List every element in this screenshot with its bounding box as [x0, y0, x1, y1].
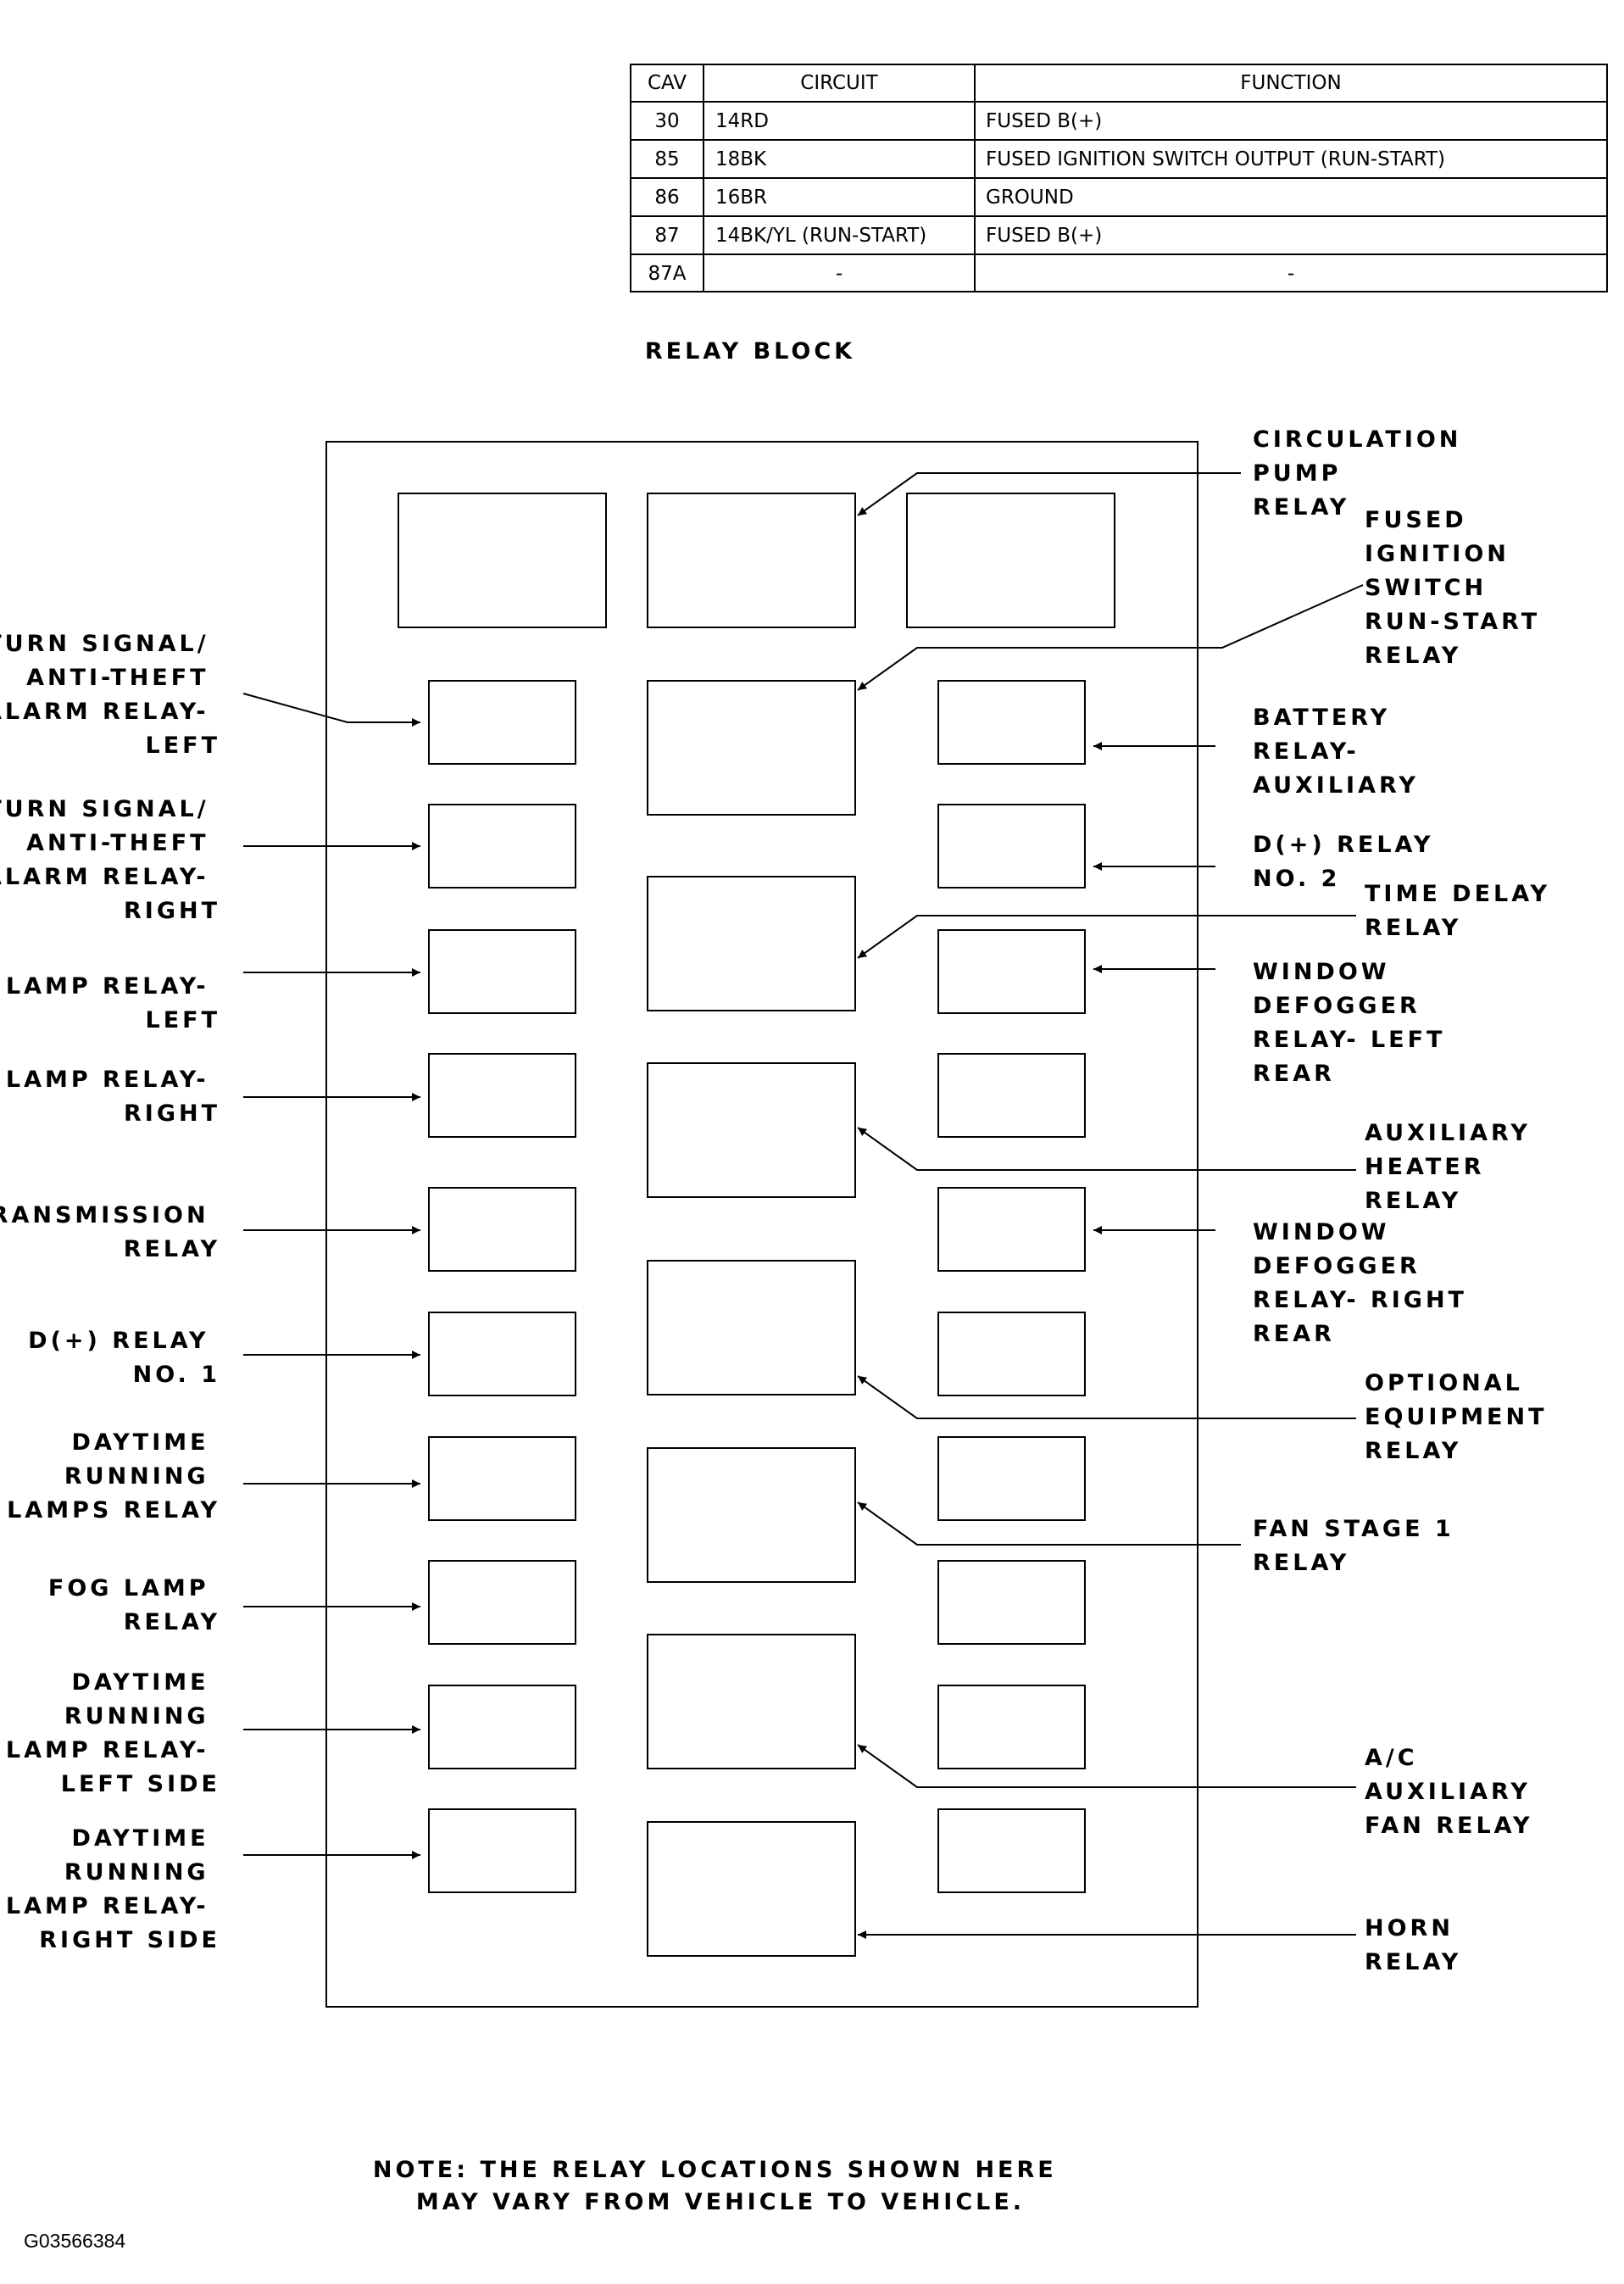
label-turn-signal-right: TURN SIGNAL/ ANTI-THEFT ALARM RELAY- RIG… [0, 796, 220, 924]
relay-slot [647, 1634, 856, 1769]
table-cell: FUSED IGNITION SWITCH OUTPUT (RUN-START) [986, 148, 1445, 170]
table-cell: 16BR [715, 187, 767, 209]
table-cell: 14BK/YL (RUN-START) [715, 225, 926, 247]
table-cell: FUSED B(+) [986, 225, 1102, 247]
leader-arrow [857, 1501, 1241, 1546]
relay-slot [428, 929, 576, 1014]
table-header-function: FUNCTION [1240, 72, 1341, 94]
table-cell: FUSED B(+) [986, 110, 1102, 132]
leader-arrow [857, 1744, 1356, 1788]
leader-arrow [857, 472, 1241, 516]
label-lamp-relay-left: LAMP RELAY- LEFT [6, 973, 220, 1033]
label-window-defogger-left: WINDOW DEFOGGER RELAY- LEFT REAR [1253, 959, 1457, 1087]
table-cell: 14RD [715, 110, 769, 132]
label-d-plus-relay-1: D(+) RELAY NO. 1 [28, 1328, 220, 1388]
relay-slot [428, 1685, 576, 1769]
leader-arrow [857, 915, 1356, 959]
relay-slot [428, 1436, 576, 1521]
relay-slot [428, 1187, 576, 1272]
label-lamp-relay-right: LAMP RELAY- RIGHT [6, 1067, 220, 1127]
relay-slot [937, 1053, 1086, 1138]
right-inner-labels: FUSED IGNITION SWITCH RUN-START RELAY TI… [1365, 507, 1562, 1975]
relay-slot [937, 1685, 1086, 1769]
relay-slot [398, 493, 607, 628]
label-window-defogger-right: WINDOW DEFOGGER RELAY- RIGHT REAR [1253, 1219, 1478, 1347]
relay-slot [428, 1808, 576, 1893]
relay-slot [906, 493, 1115, 628]
leader-arrows [242, 472, 1364, 1939]
table-cell: 30 [654, 110, 679, 132]
table-header-circuit: CIRCUIT [800, 72, 878, 94]
relay-slot [937, 1312, 1086, 1396]
relay-slot [428, 1312, 576, 1396]
label-transmission-relay: TRANSMISSION RELAY [0, 1202, 220, 1262]
label-daytime-running-lamps-relay: DAYTIME RUNNING LAMPS RELAY [7, 1429, 220, 1524]
label-battery-relay-auxiliary: BATTERY RELAY- AUXILIARY [1253, 705, 1419, 799]
table-cell: 87A [648, 263, 686, 285]
relay-slot [937, 680, 1086, 765]
relay-slot [428, 1560, 576, 1645]
label-drl-left-side: DAYTIME RUNNING LAMP RELAY- LEFT SIDE [6, 1669, 220, 1797]
relay-slot [428, 680, 576, 765]
relays [398, 493, 1115, 1957]
relay-slot [937, 929, 1086, 1014]
relay-slot [647, 1260, 856, 1395]
label-circulation-pump-relay: CIRCULATION PUMP RELAY [1253, 426, 1473, 521]
left-labels: TURN SIGNAL/ ANTI-THEFT ALARM RELAY- LEF… [0, 631, 220, 1953]
relay-slot [647, 1062, 856, 1198]
leader-arrow [857, 1127, 1356, 1171]
table-cell: GROUND [986, 187, 1074, 209]
label-drl-right-side: DAYTIME RUNNING LAMP RELAY- RIGHT SIDE [6, 1825, 220, 1953]
relay-slot [937, 1436, 1086, 1521]
relay-slot [428, 804, 576, 889]
label-turn-signal-left: TURN SIGNAL/ ANTI-THEFT ALARM RELAY- LEF… [0, 631, 220, 759]
leader-arrow [857, 584, 1364, 691]
cavity-table: CAV CIRCUIT FUNCTION 30 14RD FUSED B(+) … [630, 64, 1608, 292]
table-cell: 18BK [715, 148, 767, 170]
table-header-cav: CAV [648, 72, 687, 94]
relay-slot [937, 1808, 1086, 1893]
leader-arrow [857, 1375, 1356, 1419]
label-fused-ignition-switch-relay: FUSED IGNITION SWITCH RUN-START RELAY [1365, 507, 1552, 669]
relay-slot [937, 1187, 1086, 1272]
table-cell: 87 [654, 225, 679, 247]
table-cell: 86 [654, 187, 679, 209]
relay-slot [647, 1821, 856, 1957]
relay-slot [937, 804, 1086, 889]
label-d-plus-relay-2: D(+) RELAY NO. 2 [1253, 832, 1445, 892]
table-cell: - [1288, 263, 1294, 285]
table-cell: - [836, 263, 843, 285]
relay-slot [428, 1053, 576, 1138]
label-time-delay-relay: TIME DELAY RELAY [1365, 881, 1562, 941]
diagram-title: RELAY BLOCK [645, 338, 855, 365]
relay-slot [937, 1560, 1086, 1645]
label-ac-auxiliary-fan-relay: A/C AUXILIARY FAN RELAY [1365, 1745, 1542, 1839]
label-fog-lamp-relay: FOG LAMP RELAY [48, 1575, 220, 1635]
relay-slot [647, 876, 856, 1011]
relay-slot [647, 1447, 856, 1583]
label-horn-relay: HORN RELAY [1365, 1915, 1465, 1975]
leader-arrow [242, 693, 420, 727]
label-auxiliary-heater-relay: AUXILIARY HEATER RELAY [1365, 1120, 1542, 1214]
relay-slot [647, 493, 856, 628]
label-optional-equipment-relay: OPTIONAL EQUIPMENT RELAY [1365, 1370, 1559, 1464]
table-cell: 85 [654, 148, 679, 170]
relay-slot [647, 680, 856, 816]
label-fan-stage-1-relay: FAN STAGE 1 RELAY [1253, 1516, 1465, 1576]
right-outer-labels: CIRCULATION PUMP RELAY BATTERY RELAY- AU… [1253, 426, 1478, 1576]
footnote: NOTE: THE RELAY LOCATIONS SHOWN HERE MAY… [373, 2157, 1068, 2215]
figure-id: G03566384 [24, 2230, 125, 2252]
